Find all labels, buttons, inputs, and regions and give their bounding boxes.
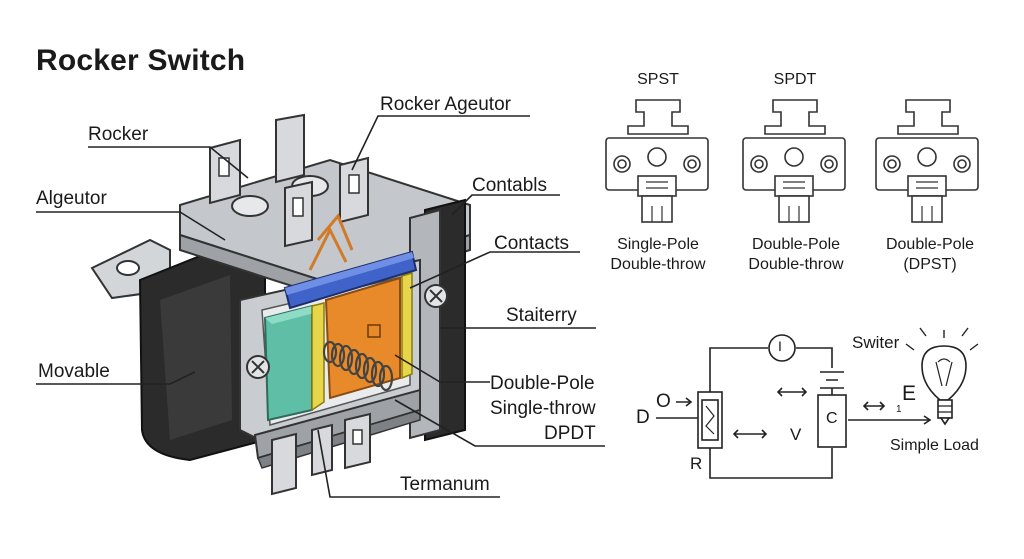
double-arrow-right [862,401,886,411]
variant-icon-spst [605,99,709,223]
label-double-pole: Double-Pole [490,373,595,394]
label-v: V [790,425,802,444]
double-arrow-mid [732,429,768,439]
double-arrow-top [776,387,808,397]
variant-heading-1: SPST [637,71,679,88]
yellow-strip-1 [311,302,325,412]
label-single-throw: Single-throw [490,398,596,419]
variant-icon-spdt [742,99,846,223]
variant-caption-1-line2: Double-throw [610,256,706,273]
label-movable: Movable [38,361,110,382]
page-title: Rocker Switch [36,44,246,77]
label-o: O [656,391,671,412]
label-algeutor: Algeutor [36,188,107,209]
label-rocker: Rocker [88,124,149,145]
label-contabls: Contabls [472,175,547,196]
variant-caption-3-line1: Double-Pole [885,236,975,253]
variant-heading-2: SPDT [773,71,817,88]
label-staiterry: Staiterry [506,305,577,326]
spring [322,340,394,392]
circuit-top-wire [709,347,768,395]
label-simple-load: Simple Load [890,437,979,454]
label-one: 1 [896,404,902,415]
battery-icon [820,371,844,389]
top-hole-1 [231,195,269,217]
circuit-bottom-wire [709,448,833,479]
copper-link [308,213,354,271]
meter-circle [768,334,796,362]
variant-caption-1-line1: Single-Pole [617,236,699,253]
leader-lines [36,115,605,498]
label-rocker-ageutor: Rocker Ageutor [380,94,511,115]
label-e: E [902,382,917,405]
bottom-terminal-1 [271,432,297,496]
label-switer: Switer [852,333,900,352]
label-contacts: Contacts [494,233,569,254]
flange-hole [116,260,140,276]
label-c: C [826,410,838,427]
c-component [817,394,847,448]
label-termanum: Termanum [400,474,490,495]
light-bulb-icon [905,327,979,426]
label-d: D [636,407,650,428]
meter-symbol: I [778,338,782,354]
top-terminal-2 [275,113,305,184]
variant-caption-2-line1: Double-Pole [751,236,841,253]
label-r: R [690,454,703,473]
variant-caption-2-line2: Double-throw [748,256,844,273]
label-dpdt: DPDT [544,423,596,444]
yellow-strip-2 [401,271,413,380]
variant-caption-3-line2: (DPST) [903,256,957,273]
switch-component [697,391,723,449]
variant-icon-dpst [875,99,979,223]
